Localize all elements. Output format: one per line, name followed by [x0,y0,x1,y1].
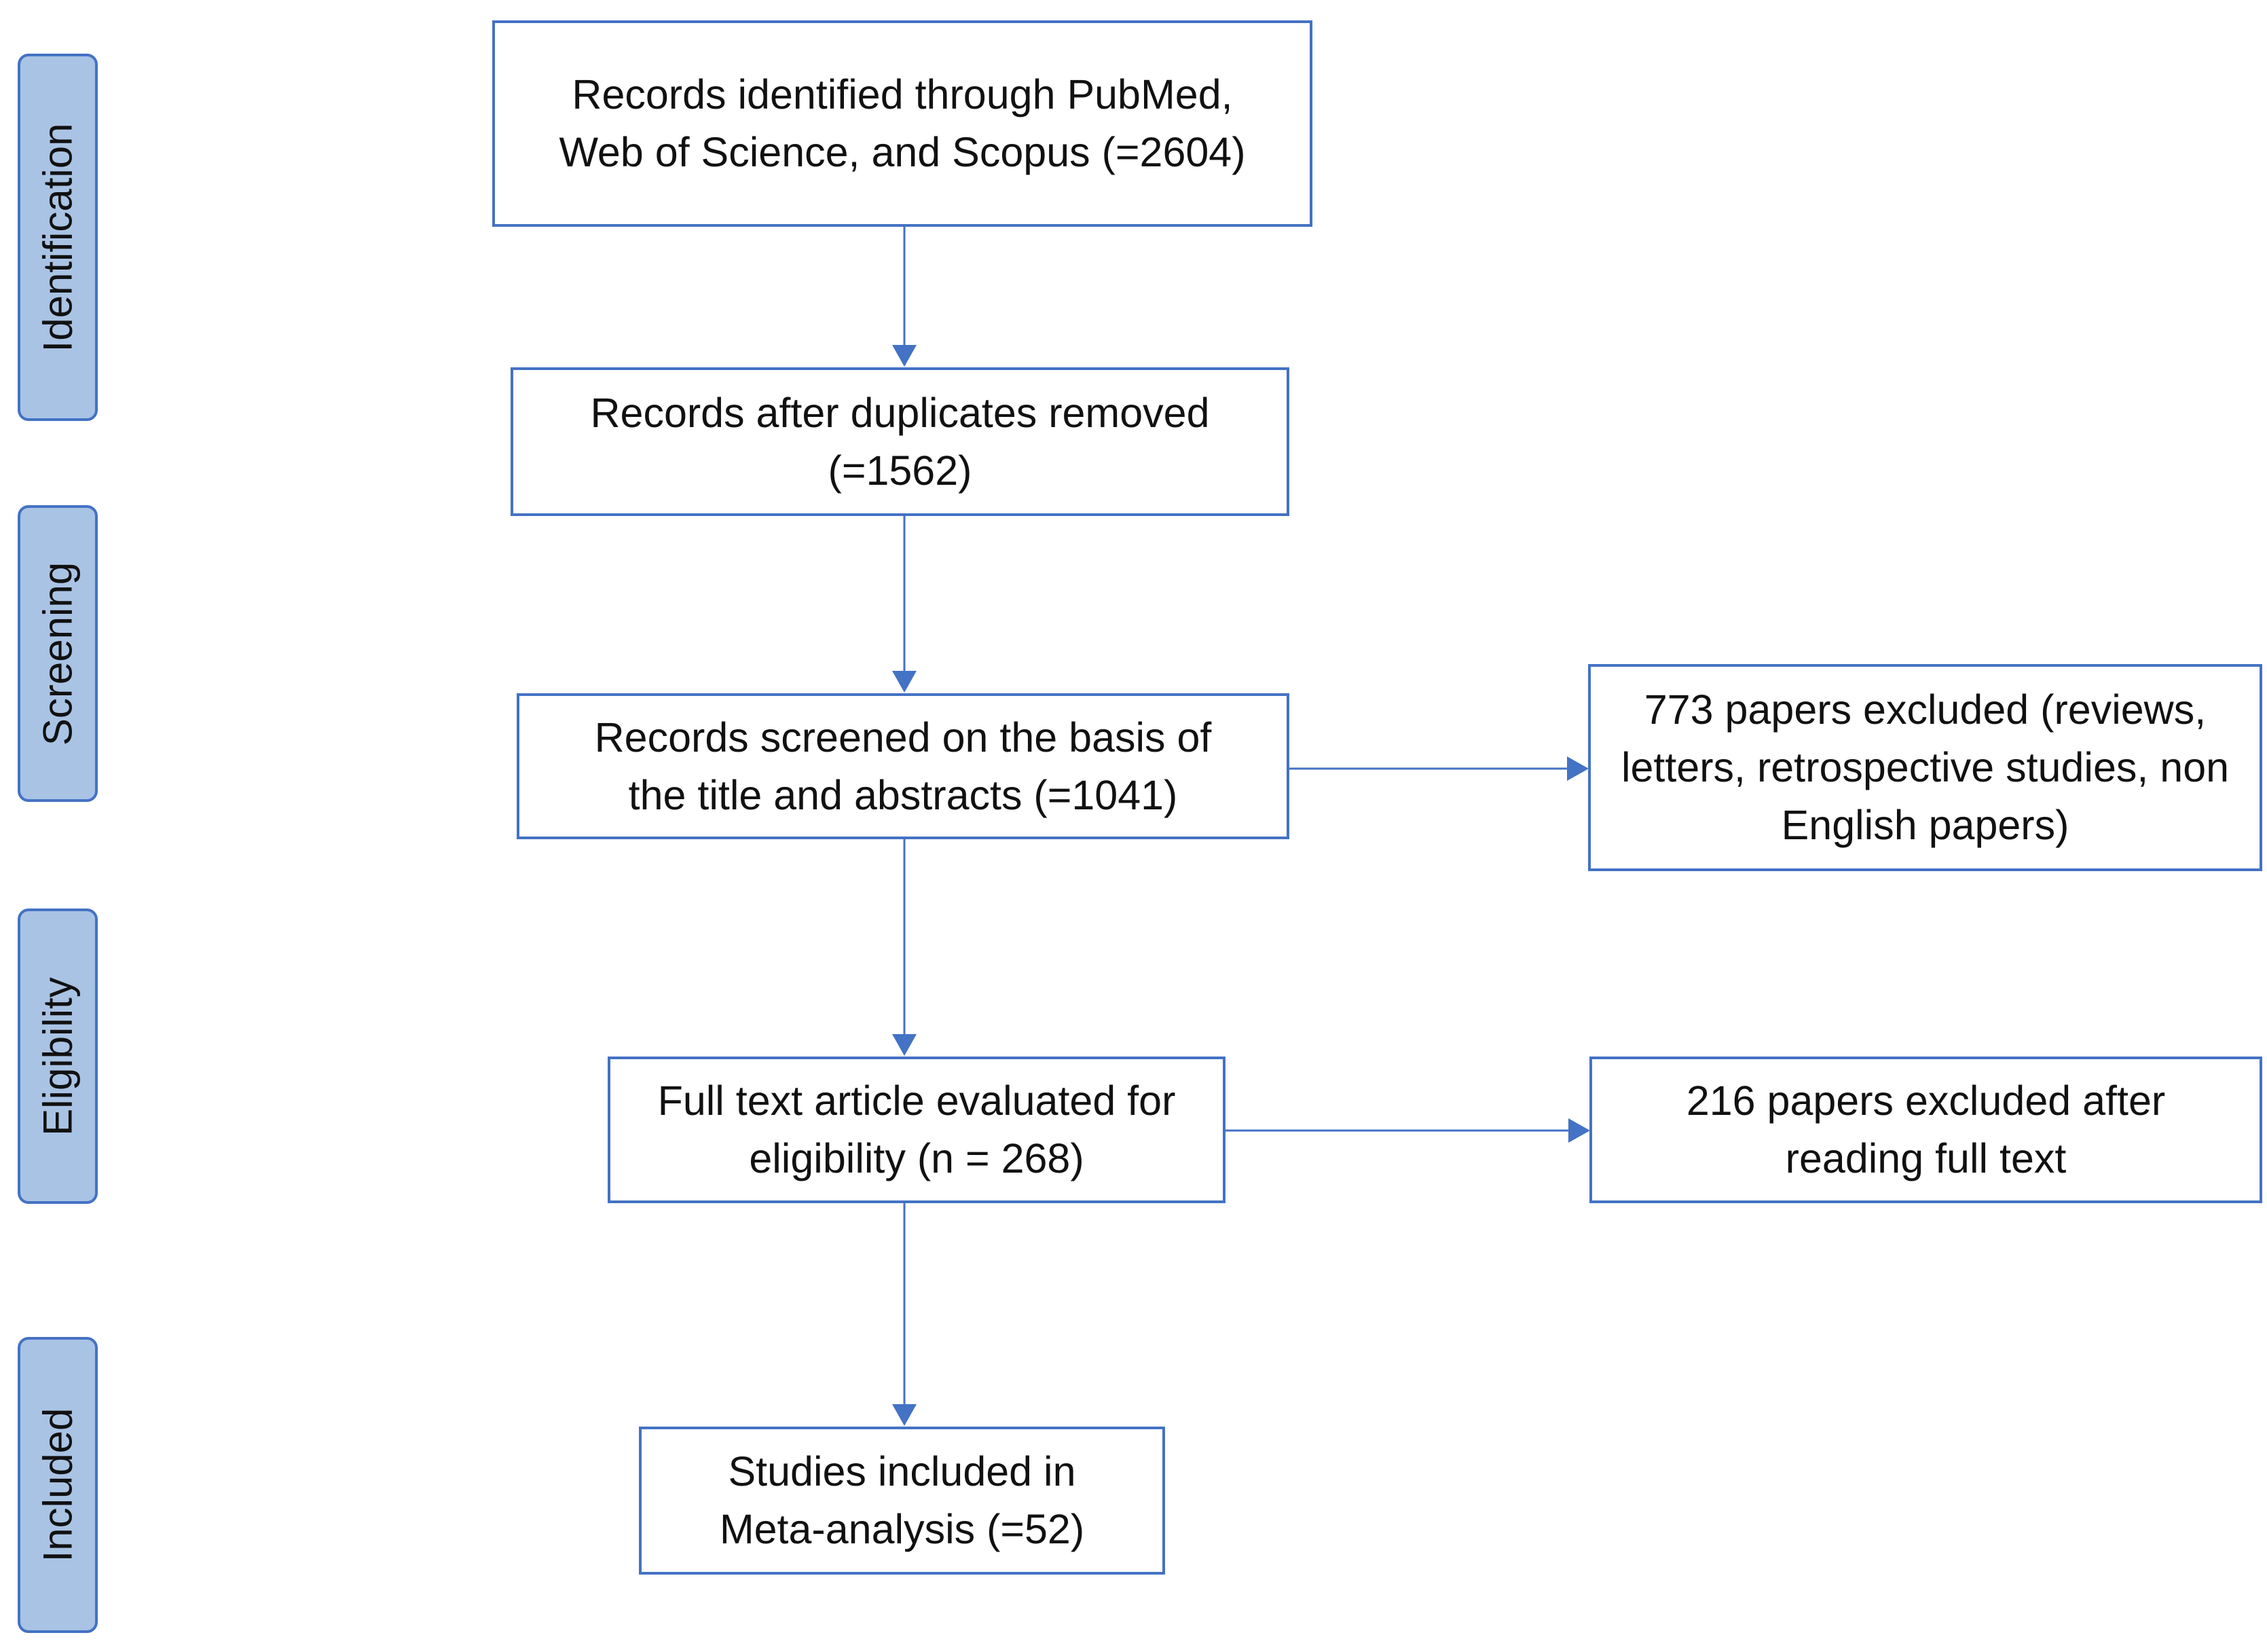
arrowhead-screened-to-fulltext [892,1034,917,1056]
box-records-identified-text: Records identified through PubMed, Web o… [559,71,1246,175]
box-records-screened-text: Records screened on the basis of the tit… [594,714,1212,818]
phase-identification-label: Identification [35,123,81,352]
phase-screening: Screening [18,505,98,802]
box-full-text-text: Full text article evaluated for eligibil… [657,1078,1176,1181]
box-records-screened: Records screened on the basis of the tit… [517,693,1289,839]
arrowhead-duplicates-to-screened [892,671,917,693]
phase-screening-label: Screening [35,562,81,746]
box-excluded-full-text-text: 216 papers excluded after reading full t… [1686,1078,2166,1181]
arrowhead-fulltext-to-excluded [1568,1118,1590,1143]
box-records-identified: Records identified through PubMed, Web o… [492,20,1312,227]
arrowhead-identified-to-duplicates [892,345,917,367]
box-included-text: Studies included in Meta-analysis (=52) [719,1448,1085,1552]
box-full-text: Full text article evaluated for eligibil… [608,1057,1225,1203]
box-duplicates-removed-text: Records after duplicates removed (=1562) [590,389,1210,494]
box-excluded-screening: 773 papers excluded (reviews, letters, r… [1588,664,2262,871]
phase-included: Included [18,1337,98,1633]
box-duplicates-removed: Records after duplicates removed (=1562) [511,367,1289,516]
box-excluded-full-text: 216 papers excluded after reading full t… [1589,1057,2262,1203]
phase-identification: Identification [18,54,98,421]
phase-included-label: Included [35,1408,81,1562]
arrowhead-screened-to-excluded [1567,756,1589,781]
phase-eligibility: Eligibility [18,908,98,1204]
box-included: Studies included in Meta-analysis (=52) [639,1427,1165,1575]
arrowhead-fulltext-to-included [892,1404,917,1426]
phase-eligibility-label: Eligibility [35,976,81,1136]
box-excluded-screening-text: 773 papers excluded (reviews, letters, r… [1621,686,2230,848]
